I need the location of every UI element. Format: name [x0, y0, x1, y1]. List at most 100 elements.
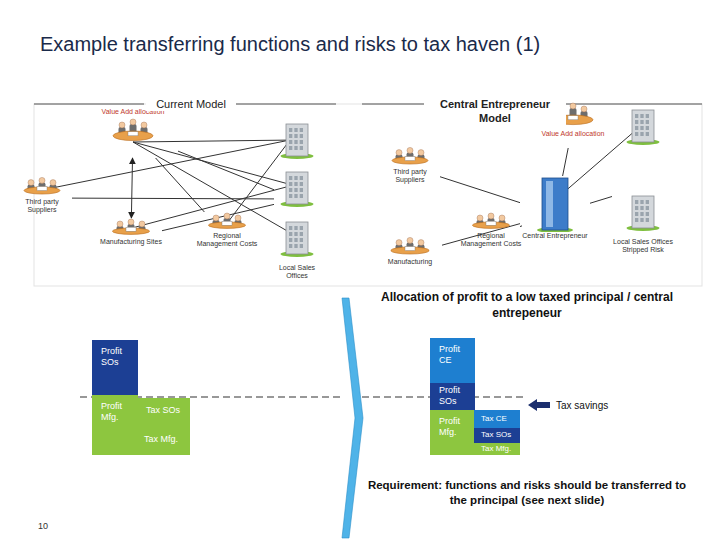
- profit-tax-bar: Profit Mfg.: [92, 395, 138, 455]
- flow-connector: [178, 151, 274, 190]
- person-head: [418, 240, 424, 246]
- person-head: [128, 219, 134, 225]
- note-label: Requirement: functions and risks should …: [360, 478, 694, 508]
- icon-art: [380, 146, 440, 168]
- building-window: [300, 128, 303, 132]
- building-window: [300, 146, 303, 150]
- building-window: [294, 128, 297, 132]
- header-rule: [236, 104, 336, 105]
- person-head: [235, 215, 241, 221]
- building-window: [289, 188, 292, 192]
- desk: [24, 187, 60, 194]
- person-head: [418, 150, 424, 156]
- entity-label: Third party Suppliers: [380, 168, 440, 184]
- note-label: Current Model: [146, 97, 236, 111]
- entity-label: Local Sales Offices: [274, 264, 320, 280]
- building-window: [294, 140, 297, 144]
- building-window: [640, 132, 643, 136]
- building-window: [640, 212, 643, 216]
- profit-tax-bar: Profit SOs: [92, 340, 138, 395]
- building-window: [640, 114, 643, 118]
- building-window: [289, 146, 292, 150]
- building-window: [300, 188, 303, 192]
- person-head: [50, 180, 56, 186]
- desk: [112, 228, 149, 234]
- transition-chevron: [342, 298, 363, 538]
- flow-connector: [156, 158, 205, 212]
- entity-label: Third party Suppliers: [12, 198, 72, 214]
- bar-label: Profit CE: [439, 344, 473, 366]
- icon-art: [196, 212, 258, 232]
- person-head: [139, 221, 145, 227]
- building-window: [635, 218, 638, 222]
- person-head: [581, 106, 587, 112]
- entity-icon: Manufacturing: [378, 236, 442, 272]
- entity-label: Manufacturing: [388, 258, 432, 266]
- building-window: [289, 134, 292, 138]
- icon-art: [378, 236, 442, 258]
- entity-icon: Central Entrepreneur: [520, 176, 590, 252]
- note-label: Allocation of profit to a low taxed prin…: [360, 290, 694, 321]
- monitor: [405, 247, 415, 251]
- person-head: [28, 180, 34, 186]
- monitor: [37, 187, 47, 191]
- icon-art: [100, 218, 162, 238]
- flow-connector: [162, 204, 274, 230]
- monitor: [126, 227, 136, 231]
- person-head: [224, 213, 230, 219]
- building-window: [646, 126, 649, 130]
- person-head: [477, 215, 483, 221]
- building-window: [294, 134, 297, 138]
- page-number: 10: [38, 521, 68, 533]
- building-window: [289, 140, 292, 144]
- building-body: [286, 172, 308, 204]
- desk: [392, 157, 428, 164]
- person-head: [407, 147, 413, 153]
- building-window: [289, 232, 292, 236]
- building-window: [289, 244, 292, 248]
- building-window: [640, 218, 643, 222]
- person-head: [39, 177, 45, 183]
- building-window: [640, 206, 643, 210]
- tower-highlight: [546, 181, 553, 227]
- building-window: [294, 188, 297, 192]
- icon-art: [12, 176, 72, 198]
- desk: [472, 222, 509, 228]
- flow-line: [42, 140, 290, 190]
- building-window: [294, 238, 297, 242]
- person-head: [570, 103, 576, 109]
- profit-tax-bar: Tax Mfg.: [474, 443, 520, 455]
- flow-connector: [563, 148, 569, 176]
- building-window: [635, 200, 638, 204]
- profit-tax-bar: Tax Mfg.: [138, 425, 190, 455]
- entity-icon: Local Sales Offices Stripped Risk: [612, 104, 674, 270]
- building-window: [646, 132, 649, 136]
- monitor: [405, 157, 415, 161]
- building-window: [294, 146, 297, 150]
- building-window: [635, 114, 638, 118]
- building-window: [300, 182, 303, 186]
- entity-label: Local Sales Offices Stripped Risk: [612, 238, 674, 254]
- building-window: [294, 244, 297, 248]
- slide-title: Example transferring functions and risks…: [40, 32, 600, 56]
- entity-label: Regional Management Costs: [460, 232, 522, 248]
- desk: [113, 131, 153, 141]
- person-head: [130, 119, 136, 125]
- flow-line: [133, 140, 296, 142]
- entity-icon: Value Add allocation: [88, 108, 178, 158]
- flow-line: [228, 140, 290, 222]
- entity-icon: Manufacturing Sites: [100, 218, 162, 258]
- profit-tax-bar: Profit Mfg.: [430, 410, 475, 455]
- building-window: [294, 226, 297, 230]
- icon-art: [460, 212, 522, 232]
- person-head: [488, 213, 494, 219]
- building-window: [289, 176, 292, 180]
- building-window: [646, 218, 649, 222]
- building-window: [635, 120, 638, 124]
- building-body: [286, 124, 308, 156]
- building-body: [286, 222, 308, 254]
- building-window: [300, 226, 303, 230]
- building-window: [289, 194, 292, 198]
